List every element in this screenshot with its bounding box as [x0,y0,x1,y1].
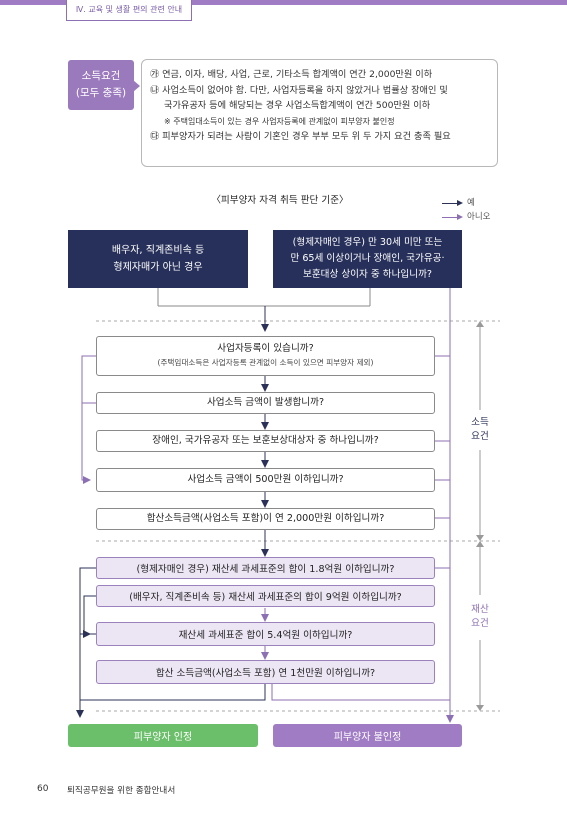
legend-yes-line [442,203,458,204]
legend-no-arrowhead [457,213,463,220]
legend-no-line [442,217,458,218]
side-label-income-line2: 요건 [471,431,489,442]
question-disabled-or-veteran: 장애인, 국가유공자 또는 보훈보상대상자 중 하나입니까? [96,430,435,452]
start-box-sibling: (형제자매인 경우) 만 30세 미만 또는 만 65세 이상이거나 장애인, … [273,230,462,288]
start-box-non-sibling-line1: 배우자, 직계존비속 등 [111,245,205,256]
result-dependent-not-recognized: 피부양자 불인정 [273,724,462,747]
requirement-item: ㉯ 사업소득이 없어야 함. 다만, 사업자등록을 하지 않았거나 법률상 장애… [150,84,448,96]
legend-yes-label: 예 [467,198,475,208]
question-sibling-property: (형제자매인 경우) 재산세 과세표준의 합이 1.8억원 이하입니까? [96,557,435,579]
start-box-sibling-line1: (형제자매인 경우) 만 30세 미만 또는 [292,237,443,248]
side-label-income-line1: 소득 [471,417,489,428]
side-label-property: 재산 요건 [470,603,490,631]
requirement-pointer-arrow [133,80,140,92]
side-label-income: 소득 요건 [470,416,490,444]
income-requirement-label-line2: (모두 충족) [75,87,127,99]
income-requirement-list: ㉮ 연금, 이자, 배당, 사업, 근로, 기타소득 합계액이 연간 2,000… [141,59,498,167]
question-business-income-limit: 사업소득 금액이 500만원 이하입니까? [96,468,435,492]
question-note: (주택임대소득은 사업자등록 관계없이 소득이 있으면 피부양자 제외) [157,358,374,367]
top-accent-bar [0,0,567,5]
legend-yes-arrowhead [457,199,463,206]
start-box-sibling-line2: 만 65세 이상이거나 장애인, 국가유공· [290,253,445,264]
question-family-property: (배우자, 직계존비속 등) 재산세 과세표준의 합이 9억원 이하입니까? [96,585,435,607]
start-box-non-sibling-line2: 형제자매가 아닌 경우 [113,262,203,273]
start-box-non-sibling: 배우자, 직계존비속 등 형제자매가 아닌 경우 [68,230,248,288]
legend-no-label: 아니오 [467,212,491,222]
requirement-item-continuation: 국가유공자 등에 해당되는 경우 사업소득합계액이 연간 500만원 이하 [164,100,431,111]
requirement-note: ※ 주택임대소득이 있는 경우 사업자등록에 관계없이 피부양자 불인정 [164,116,395,126]
footer-title: 퇴직공무원을 위한 종합안내서 [67,786,176,796]
question-income-10m: 합산 소득금액(사업소득 포함) 연 1천만원 이하입니까? [96,660,435,684]
side-label-property-line2: 요건 [471,618,489,629]
requirement-item: ㉮ 연금, 이자, 배당, 사업, 근로, 기타소득 합계액이 연간 2,000… [150,69,433,80]
question-business-income: 사업소득 금액이 발생합니까? [96,392,435,414]
result-dependent-recognized: 피부양자 인정 [68,724,258,747]
diagram-title: 〈피부양자 자격 취득 판단 기준〉 [211,195,349,206]
section-tab: Ⅳ. 교육 및 생활 편의 관련 안내 [66,0,192,21]
start-box-sibling-line3: 보훈대상 상이자 중 하나입니까? [303,269,432,280]
question-property-5-4: 재산세 과세표준 합이 5.4억원 이하입니까? [96,622,435,646]
side-label-property-line1: 재산 [471,604,489,615]
requirement-item: ㉰ 피부양자가 되려는 사람이 기혼인 경우 부부 모두 위 두 가지 요건 충… [150,131,451,142]
income-requirement-label: 소득요건 (모두 충족) [68,60,134,110]
page-number: 60 [37,784,49,794]
income-requirement-label-line1: 소득요건 [81,70,121,82]
question-text: 사업자등록이 있습니까? [217,343,314,354]
question-total-income-limit: 합산소득금액(사업소득 포함)이 연 2,000만원 이하입니까? [96,508,435,530]
question-business-registration: 사업자등록이 있습니까? (주택임대소득은 사업자등록 관계없이 소득이 있으면… [96,336,435,376]
